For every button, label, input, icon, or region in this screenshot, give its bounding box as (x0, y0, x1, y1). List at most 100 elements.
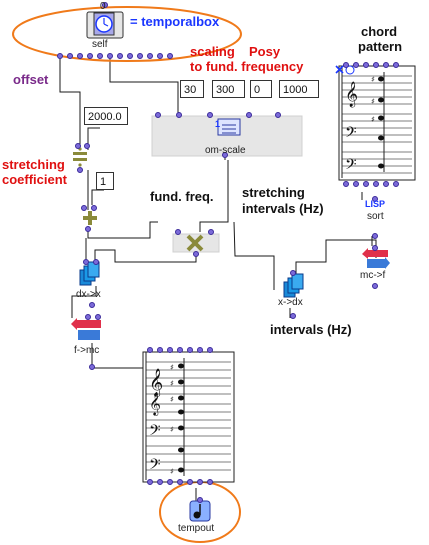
multiply-outlet[interactable] (193, 251, 199, 257)
self-outlet-10[interactable] (147, 53, 153, 59)
f-to-mc-icon[interactable] (71, 318, 101, 340)
output-staff-inlet-3[interactable] (167, 347, 173, 353)
chord-staff-outlet-5[interactable] (383, 181, 389, 187)
fund-frequency-label: to fund. frequency (190, 59, 304, 74)
scale-value-1000[interactable]: 1000 (279, 80, 319, 98)
plus-inlet-2[interactable] (91, 205, 97, 211)
output-staff-outlet-4[interactable] (177, 479, 183, 485)
dx-to-x-inlet-1[interactable] (83, 259, 89, 265)
self-outlet-7[interactable] (117, 53, 123, 59)
self-inlet[interactable] (102, 2, 108, 8)
self-outlet-9[interactable] (137, 53, 143, 59)
om-scale-inlet-4[interactable] (246, 112, 252, 118)
svg-text:♯: ♯ (170, 425, 174, 434)
mc-to-f-icon[interactable] (362, 248, 390, 269)
tempout-icon[interactable] (189, 500, 211, 522)
output-staff-outlet-7[interactable] (207, 479, 213, 485)
om-scale-outlet[interactable] (222, 152, 228, 158)
dx-to-x-inlet-2[interactable] (93, 259, 99, 265)
output-staff-outlet-5[interactable] (187, 479, 193, 485)
x-to-dx-inlet[interactable] (290, 270, 296, 276)
sort-outlet[interactable] (372, 233, 378, 239)
close-icon[interactable] (335, 65, 344, 74)
svg-text:𝄢: 𝄢 (149, 422, 161, 443)
self-outlet-4[interactable] (87, 53, 93, 59)
self-outlet-1[interactable] (57, 53, 63, 59)
dx-to-x-outlet[interactable] (89, 302, 95, 308)
self-outlet-3[interactable] (77, 53, 83, 59)
divide-inlet-1[interactable] (75, 143, 81, 149)
chord-staff-inlet-2[interactable] (353, 62, 359, 68)
divide-inlet-2[interactable] (84, 143, 90, 149)
output-staff-outlet-3[interactable] (167, 479, 173, 485)
self-counter: 0 (100, 1, 106, 12)
scale-value-0[interactable]: 0 (250, 80, 272, 98)
chord-staff-outlet-4[interactable] (373, 181, 379, 187)
tempout-inlet[interactable] (197, 497, 203, 503)
multiply-inlet-1[interactable] (175, 229, 181, 235)
self-outlet-12[interactable] (167, 53, 173, 59)
chord-staff-outlet-3[interactable] (363, 181, 369, 187)
svg-text:♯: ♯ (170, 363, 174, 372)
mc-to-f-inlet[interactable] (372, 245, 378, 251)
sort-inlet[interactable] (372, 196, 378, 202)
om-scale-label: om-scale (205, 145, 246, 156)
posy-label: Posy (249, 44, 281, 59)
dx-to-x-icon[interactable] (79, 261, 100, 286)
output-staff-inlet-2[interactable] (157, 347, 163, 353)
dx-to-x-label: dx->x (76, 289, 101, 300)
output-staff-inlet-7[interactable] (207, 347, 213, 353)
output-staff-inlet-4[interactable] (177, 347, 183, 353)
om-scale-inlet-1[interactable] (155, 112, 161, 118)
scale-value-30[interactable]: 30 (180, 80, 204, 98)
plus-outlet[interactable] (85, 226, 91, 232)
plus-operator-icon[interactable] (83, 211, 97, 225)
self-outlet-6[interactable] (107, 53, 113, 59)
output-staff-inlet-1[interactable] (147, 347, 153, 353)
self-outlet-11[interactable] (157, 53, 163, 59)
chord-staff-inlet-6[interactable] (393, 62, 399, 68)
x-to-dx-label: x->dx (278, 297, 303, 308)
multiply-inlet-2[interactable] (208, 229, 214, 235)
self-outlet-8[interactable] (127, 53, 133, 59)
chord-staff-inlet-4[interactable] (373, 62, 379, 68)
chord-staff-inlet-3[interactable] (363, 62, 369, 68)
intervals-label: intervals (Hz) (270, 322, 352, 337)
f-to-mc-inlet-2[interactable] (95, 314, 101, 320)
chord-staff-outlet-2[interactable] (353, 181, 359, 187)
offset-value-box[interactable]: 2000.0 (84, 107, 128, 125)
om-scale-inlet-3[interactable] (207, 112, 213, 118)
chord-staff-inlet-5[interactable] (383, 62, 389, 68)
output-staff-outlet-6[interactable] (197, 479, 203, 485)
scale-value-300[interactable]: 300 (212, 80, 245, 98)
mc-to-f-outlet[interactable] (372, 283, 378, 289)
output-staff-inlet-5[interactable] (187, 347, 193, 353)
chord-pattern-staff[interactable]: ♯ ♯ ♯ 𝄞 𝄢 𝄢 (335, 65, 416, 181)
self-outlet-2[interactable] (67, 53, 73, 59)
om-scale-inlet-2[interactable] (176, 112, 182, 118)
plus-inlet-1[interactable] (81, 205, 87, 211)
svg-text:𝄢: 𝄢 (149, 456, 161, 477)
divide-operator-icon[interactable] (73, 147, 87, 167)
chord-staff-outlet-1[interactable] (343, 181, 349, 187)
divide-outlet[interactable] (77, 167, 83, 173)
f-to-mc-inlet-1[interactable] (85, 314, 91, 320)
stretching-intervals-label-1: stretching (242, 185, 305, 200)
output-staff-outlet-1[interactable] (147, 479, 153, 485)
chord-staff-inlet-1[interactable] (343, 62, 349, 68)
f-to-mc-label: f->mc (74, 345, 100, 356)
scaling-label: scaling (190, 44, 235, 59)
output-staff-outlet-2[interactable] (157, 479, 163, 485)
output-chord-staff[interactable]: ♯ ♯ ♯ ♯ ♯ 𝄞 𝄞 𝄢 𝄢 (142, 351, 235, 483)
x-to-dx-outlet[interactable] (290, 313, 296, 319)
x-to-dx-icon[interactable] (283, 273, 304, 298)
output-staff-inlet-6[interactable] (197, 347, 203, 353)
svg-text:♯: ♯ (170, 379, 174, 388)
clock-icon[interactable] (86, 11, 124, 39)
chord-staff-outlet-6[interactable] (393, 181, 399, 187)
om-scale-inlet-5[interactable] (275, 112, 281, 118)
coefficient-value-box[interactable]: 1 (96, 172, 114, 190)
multiply-operator-icon[interactable] (172, 233, 220, 253)
f-to-mc-outlet[interactable] (89, 364, 95, 370)
self-outlet-5[interactable] (97, 53, 103, 59)
